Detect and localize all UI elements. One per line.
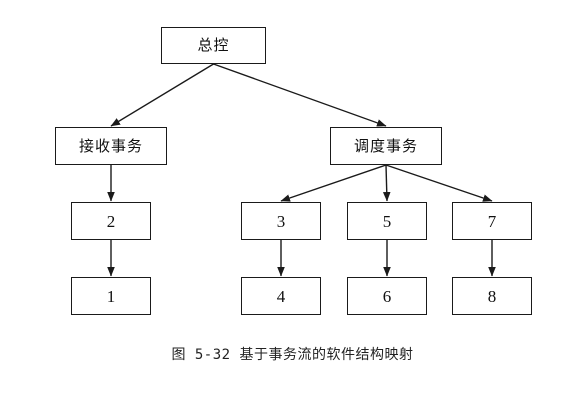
arrow-root-to-receive xyxy=(110,63,214,127)
arrow-root-to-dispatch xyxy=(213,63,387,127)
arrow-dispatch-to-n3 xyxy=(280,164,387,202)
figure-caption: 图 5-32 基于事务流的软件结构映射 xyxy=(171,347,414,363)
node-5: 5 xyxy=(347,202,427,240)
node-receive-transaction: 接收事务 xyxy=(55,127,167,165)
node-2: 2 xyxy=(71,202,151,240)
node-4: 4 xyxy=(241,277,321,315)
arrow-dispatch-to-n7 xyxy=(385,164,493,202)
node-dispatch-transaction: 调度事务 xyxy=(330,127,442,165)
node-8: 8 xyxy=(452,277,532,315)
node-general-control: 总控 xyxy=(161,27,266,64)
node-7: 7 xyxy=(452,202,532,240)
node-1: 1 xyxy=(71,277,151,315)
node-3: 3 xyxy=(241,202,321,240)
arrow-dispatch-to-n5 xyxy=(382,164,391,202)
node-6: 6 xyxy=(347,277,427,315)
